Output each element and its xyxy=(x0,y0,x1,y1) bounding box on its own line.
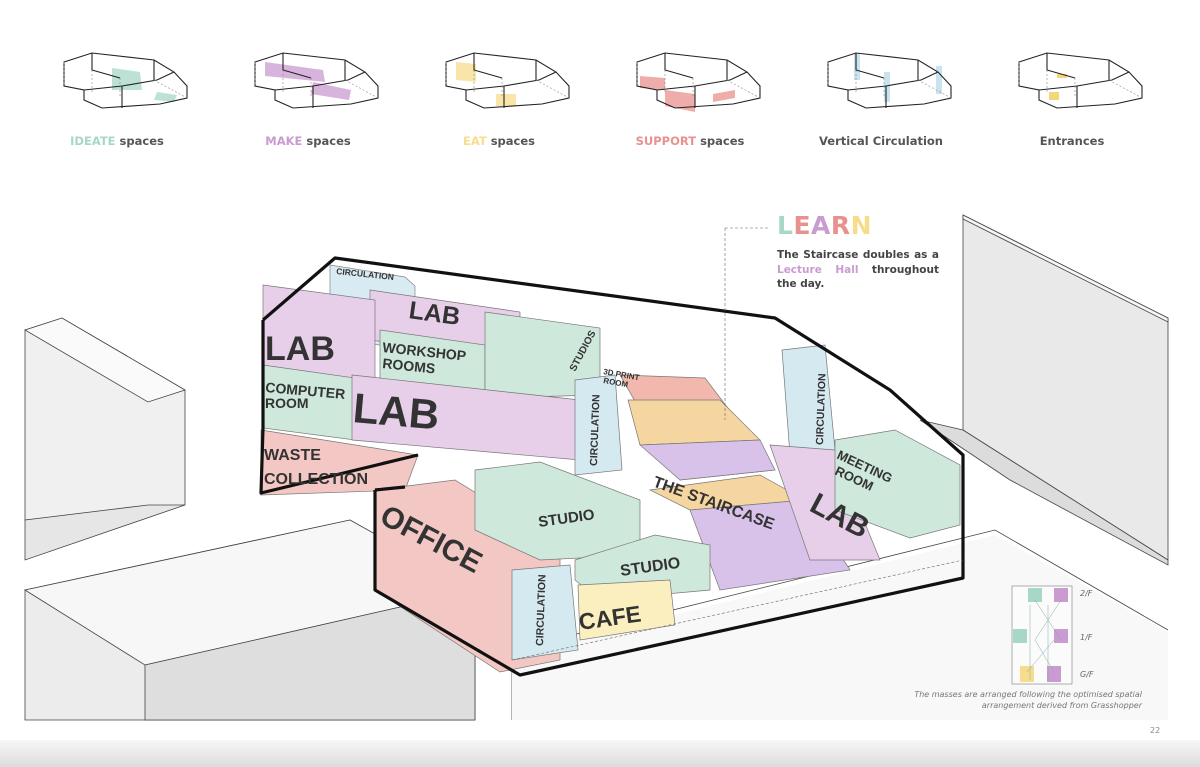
learn-title-letter: A xyxy=(811,211,831,240)
label-3d-print-2: ROOM xyxy=(603,376,629,389)
legend-hidden-lines xyxy=(636,62,761,99)
learn-description: The Staircase doubles as a Lecture Hall … xyxy=(777,248,939,292)
legend-label-rest: spaces xyxy=(696,134,745,148)
legend-label-rest: spaces xyxy=(302,134,351,148)
legend-hidden-lines xyxy=(1018,62,1143,99)
label-circulation-mid: CIRCULATION xyxy=(588,394,602,466)
legend-hidden-lines xyxy=(827,62,952,99)
legend-building-outline xyxy=(254,52,379,109)
guide-lines xyxy=(511,227,964,661)
legend-building-outline xyxy=(445,52,570,109)
legend-label: MAKE spaces xyxy=(233,134,383,148)
legend-label-highlight: EAT xyxy=(462,134,487,148)
legend-label-highlight: MAKE xyxy=(265,134,303,148)
learn-desc-before: The Staircase doubles as a xyxy=(777,249,939,261)
legend-label: EAT spaces xyxy=(424,134,574,148)
legend-highlight-shape xyxy=(1049,92,1059,100)
legend-label: IDEATE spaces xyxy=(42,134,192,148)
legend-item-1: MAKE spaces xyxy=(233,50,383,160)
legend-label: Entrances xyxy=(997,134,1147,148)
legend-label-rest: spaces xyxy=(115,134,164,148)
legend-highlight-shape xyxy=(456,62,476,82)
legend-building-outline xyxy=(636,52,761,109)
legend-highlight-shape xyxy=(936,66,942,94)
learn-title: LEARN xyxy=(777,212,939,240)
legend-item-3: SUPPORT spaces xyxy=(615,50,765,160)
floor-label-gf: G/F xyxy=(1080,670,1094,679)
floor-stack-diagram xyxy=(1011,585,1073,685)
legend-label-highlight: IDEATE xyxy=(70,134,116,148)
legend-thumbnail xyxy=(63,52,188,109)
legend-item-5: Entrances xyxy=(997,50,1147,160)
legend-label: Vertical Circulation xyxy=(806,134,956,148)
learn-annotation: LEARN The Staircase doubles as a Lecture… xyxy=(777,212,939,292)
legend-hidden-lines xyxy=(445,62,570,99)
legend-thumbnail xyxy=(827,52,952,109)
label-circulation-bottom: CIRCULATION xyxy=(534,574,548,646)
label-computer-1: COMPUTER xyxy=(265,379,346,402)
legend-hidden-lines xyxy=(63,62,188,99)
caption: The masses are arranged following the op… xyxy=(914,690,1142,710)
context-buildings xyxy=(23,214,1169,721)
learn-title-letter: R xyxy=(830,211,851,240)
label-computer-2: ROOM xyxy=(265,395,309,411)
label-lab-big: LAB xyxy=(351,384,441,438)
legend-highlight-shape xyxy=(154,92,177,102)
legend-label: SUPPORT spaces xyxy=(615,134,765,148)
legend-highlight-shape xyxy=(265,62,325,82)
legend-hidden-lines xyxy=(254,62,379,99)
legend-item-0: IDEATE spaces xyxy=(42,50,192,160)
label-waste-2: COLLECTION xyxy=(264,471,368,488)
legend-label-highlight: SUPPORT xyxy=(635,134,697,148)
legend-label-rest: spaces xyxy=(486,134,536,148)
legend-highlight-shape xyxy=(496,94,516,106)
legend-thumbnail xyxy=(445,52,570,109)
building-envelope xyxy=(259,256,965,677)
legend-highlight-shape xyxy=(713,90,735,102)
learn-title-letter: N xyxy=(850,211,873,240)
legend-label-rest: Vertical Circulation xyxy=(819,134,943,148)
learn-title-letter: E xyxy=(793,211,812,240)
floor-label-1f: 1/F xyxy=(1080,633,1093,642)
legend-building-outline xyxy=(63,52,188,109)
legend-thumbnail xyxy=(254,52,379,109)
legend-thumbnail xyxy=(1018,52,1143,109)
label-circulation-right: CIRCULATION xyxy=(814,373,828,445)
floor-label-2f: 2/F xyxy=(1080,589,1093,598)
legend-highlight-shape xyxy=(640,76,665,90)
learn-title-letter: L xyxy=(777,211,794,240)
bottom-band xyxy=(0,740,1200,767)
learn-desc-after: throughout the day. xyxy=(777,263,939,291)
legend-highlight-shape xyxy=(311,82,351,100)
legend-highlight-shape xyxy=(112,68,142,90)
label-waste-1: WASTE xyxy=(264,447,321,464)
label-workshop-2: ROOMS xyxy=(382,355,436,376)
legend-label-rest: Entrances xyxy=(1039,134,1105,148)
legend-item-2: EAT spaces xyxy=(424,50,574,160)
building-masses xyxy=(260,264,961,673)
legend-building-outline xyxy=(827,52,952,109)
learn-desc-highlight: Lecture Hall xyxy=(777,263,859,276)
legend-thumbnail xyxy=(636,52,761,112)
label-lab-left: LAB xyxy=(265,330,335,368)
staircase xyxy=(619,374,851,591)
legend-building-outline xyxy=(1018,52,1143,109)
legend-item-4: Vertical Circulation xyxy=(806,50,956,160)
page-number: 22 xyxy=(1150,726,1161,735)
